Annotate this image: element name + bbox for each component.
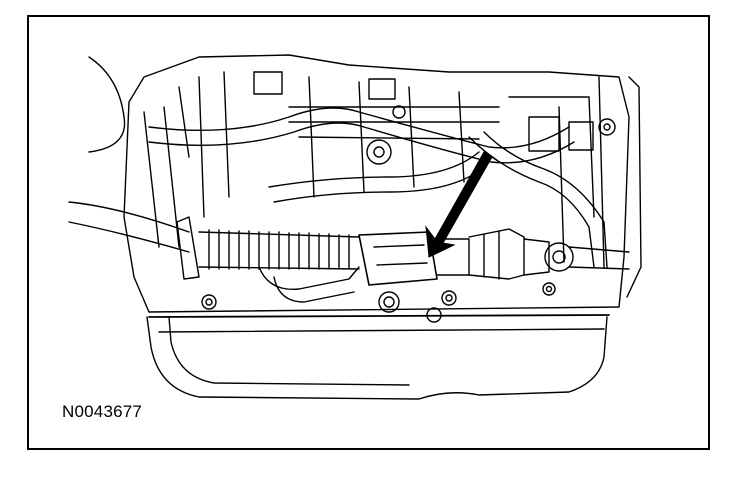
figure-id-label: N0043677: [62, 402, 143, 421]
corrugated-conduit: [198, 229, 360, 270]
figure-frame: N0043677: [27, 15, 710, 450]
connector: [358, 231, 438, 286]
transmission-case: [123, 54, 630, 313]
oil-pan: [146, 316, 608, 400]
transmission-illustration: [68, 54, 642, 400]
pointer-arrow: [425, 151, 500, 258]
